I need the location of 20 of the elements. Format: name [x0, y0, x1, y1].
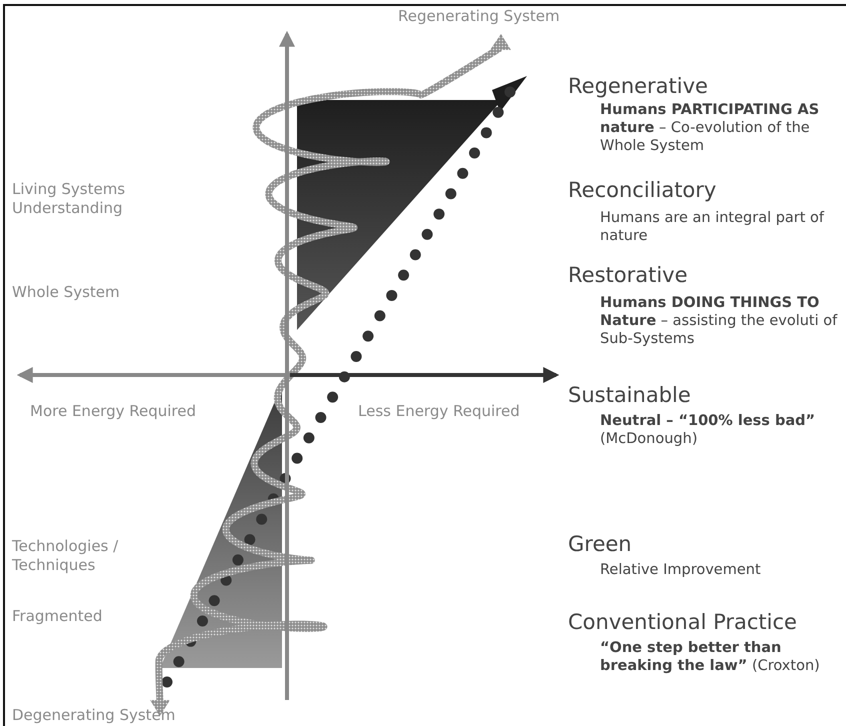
axis-label: Degenerating System: [12, 706, 176, 725]
axis-label: Less Energy Required: [358, 402, 521, 421]
level-description: Humans DOING THINGS TO Nature – assisting the evoluti of Sub-Systems: [600, 294, 838, 348]
level-description: “One step better than breaking the law” (Croxton): [600, 639, 821, 676]
level-heading: Sustainable: [568, 382, 692, 408]
level-heading: Restorative: [568, 262, 689, 288]
axis-label: Technologies / Techniques: [12, 537, 120, 574]
level-description: Relative Improvement: [600, 561, 762, 580]
axis-label: Regenerating System: [398, 7, 561, 26]
level-heading: Reconciliatory: [568, 177, 718, 204]
axis-label: More Energy Required: [30, 402, 197, 421]
axis-label: Whole System: [12, 283, 121, 302]
level-heading: Regenerative: [568, 73, 709, 100]
axis-label: Fragmented: [12, 607, 104, 626]
axis-label: Living Systems Understanding: [12, 180, 126, 218]
level-description: Humans PARTICIPATING AS nature – Co-evolution of the Whole System: [600, 101, 820, 156]
level-heading: Green: [568, 531, 633, 558]
level-description: Humans are an integral part of nature: [600, 209, 826, 246]
level-heading: Conventional Practice: [568, 609, 798, 636]
level-description: Neutral – “100% less bad” (McDonough): [600, 412, 816, 448]
